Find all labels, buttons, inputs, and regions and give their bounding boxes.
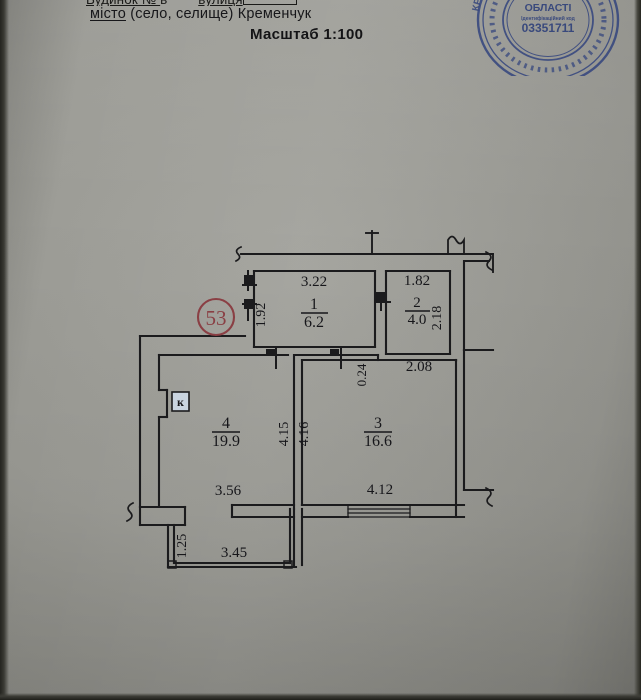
stamp-dash-ring [489,0,607,73]
header-building-in: в [160,0,167,6]
dim-room2-right: 2.18 [430,306,445,331]
room-2-area: 4.0 [408,312,427,328]
room-3-number: 3 [374,415,382,432]
stamp-line4: ОБЛАСТІ [525,2,572,14]
header-scale-label: Масштаб 1:100 [250,26,364,43]
document-header: Будинок № в вулиця місто (село, селище) … [0,0,641,48]
balcony-outline [166,507,298,569]
room-1-area: 6.2 [304,314,324,331]
dim-wall-thickness: 0.24 [354,363,369,386]
header-city-line: місто (село, селище) Кременчук [90,6,311,22]
room-2-walls [384,269,452,356]
stamp-line3: ПОЛТАВСЬКОЇ [510,0,587,3]
header-building-label: Будинок № [86,0,160,6]
official-stamp: КРЕМЕНЧУЦЬКОЇ МІСЬКОЇ РАДИ ПОЛТАВСЬКОЇ О… [462,0,634,76]
header-city-label: місто [90,6,126,22]
window-glazing [347,504,411,518]
top-extension-lines [234,230,494,273]
header-street-field [242,0,297,5]
header-city-parenthetical: (село, селище) [130,6,234,22]
dim-room1-top: 3.22 [301,274,327,290]
dim-room3-bottom: 4.12 [367,482,393,498]
apartment-number-circle [196,297,236,337]
stamp-code: 03351711 [522,21,575,35]
photo-edge-bottom [0,693,641,700]
dim-room4-bottom: 3.56 [215,483,242,499]
dim-balcony-width: 3.45 [221,545,247,561]
stamp-inner-ring [502,0,594,61]
stamp-inner-ring-2 [506,0,590,57]
dim-room1-left: 1.92 [254,303,269,328]
photo-edge-left [0,0,9,700]
room-3-walls [300,348,495,508]
bottom-wall-band [230,503,466,519]
dim-balcony-depth: 1.25 [175,534,190,559]
header-city-name: Кременчук [237,6,312,22]
photo-edge-right [634,0,641,700]
dim-room3-left: 4.16 [297,422,312,447]
wall-jambs [244,275,386,356]
room-2-number: 2 [413,295,421,311]
header-building-street-line: Будинок № в вулиця [86,0,416,6]
header-street-label: вулиця [198,0,242,6]
apartment-number-label: 53 [206,306,227,330]
stamp-code-caption: Ідентифікаційний код [521,15,575,22]
balcony-marker-letter: к [177,395,184,409]
room-4-area: 19.9 [212,433,240,450]
room-1-walls [252,269,377,349]
dim-room4-right: 4.15 [277,422,292,447]
stamp-outer-ring-2 [482,0,614,76]
dim-room2-bottom: 2.08 [406,359,432,375]
room-1-number: 1 [310,296,318,313]
room-3-area: 16.6 [364,433,392,450]
room-4-walls [125,334,256,527]
dim-room2-top: 1.82 [404,273,430,289]
balcony-marker: к [171,391,190,412]
stamp-outer-ring [476,0,620,76]
balcony-marker-box [171,391,190,412]
center-partition-wall [292,353,304,567]
right-outer-wall-upper [462,259,495,352]
room-4-number: 4 [222,415,230,432]
